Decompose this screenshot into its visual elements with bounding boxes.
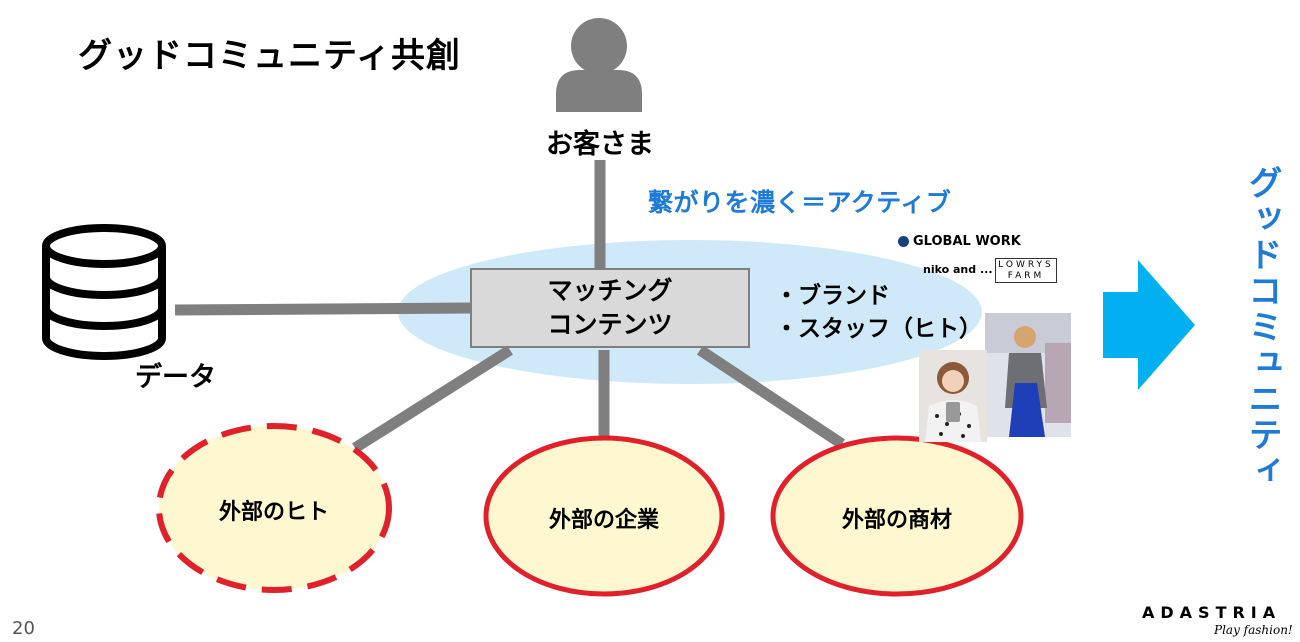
external-product-oval xyxy=(770,435,1024,597)
brand-logo-lowrys-farm: LOWRYS FARM xyxy=(995,258,1057,283)
global-work-text: GLOBAL WORK xyxy=(913,234,1021,249)
connector-data xyxy=(174,302,473,316)
lowrys-line2: FARM xyxy=(1007,270,1045,281)
brand-logo-niko: niko and ... xyxy=(923,263,993,276)
lowrys-line1: LOWRYS xyxy=(998,259,1054,270)
matching-line2: コンテンツ xyxy=(547,310,673,339)
logo-tagline: Play fashion! xyxy=(1214,623,1293,637)
adastria-logo: ADASTRIA xyxy=(1142,603,1282,622)
connectors xyxy=(174,160,846,453)
staff-photo-2 xyxy=(919,350,987,442)
result-arrow xyxy=(1103,260,1195,390)
data-label: データ xyxy=(135,362,216,393)
staff-photo-1 xyxy=(985,313,1071,437)
external-company-label: 外部の企業 xyxy=(548,508,659,533)
matching-content-box: マッチング コンテンツ xyxy=(470,268,750,348)
customer-label: お客さま xyxy=(546,129,654,160)
external-company-oval xyxy=(483,435,725,597)
brand-logo-global-work: GLOBAL WORK xyxy=(898,234,1021,249)
external-product-label: 外部の商材 xyxy=(841,508,952,533)
bullet-staff: ・スタッフ（ヒト） xyxy=(775,316,982,342)
matching-line1: マッチング xyxy=(547,276,673,305)
page-number: 20 xyxy=(12,618,35,639)
bullet-brand: ・ブランド xyxy=(775,283,890,309)
result-title-vertical: グッドコミュニティ xyxy=(1242,165,1282,489)
active-caption: 繋がりを濃く＝アクティブ xyxy=(648,188,952,217)
external-person-oval xyxy=(156,423,392,593)
global-work-mark-icon xyxy=(898,236,909,247)
page-title: グッドコミュニティ共創 xyxy=(78,36,461,76)
external-person-label: 外部のヒト xyxy=(218,500,329,525)
database-icon xyxy=(42,224,166,360)
connector-external-person xyxy=(352,345,513,453)
connector-external-product xyxy=(696,345,846,449)
person-icon xyxy=(556,18,642,112)
bullet-list: ・ブランド ・スタッフ（ヒト） xyxy=(775,280,982,346)
